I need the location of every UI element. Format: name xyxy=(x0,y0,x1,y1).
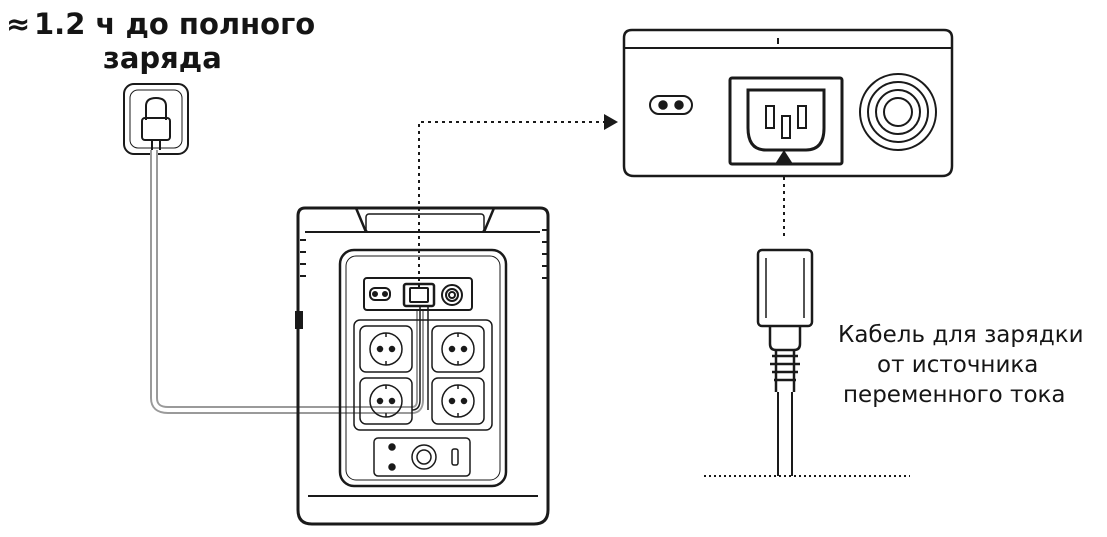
power-station xyxy=(295,206,550,526)
station-ac-outlet xyxy=(431,377,485,425)
station-ac-outlet xyxy=(359,325,413,373)
station-bottom-ports xyxy=(373,437,471,477)
station-ac-outlet xyxy=(359,377,413,425)
station-ac-outlet xyxy=(431,325,485,373)
ac-cable-label-line-2: от источника xyxy=(877,352,1039,378)
ac-cable-label-line-1: Кабель для зарядки xyxy=(838,322,1084,348)
charge-time-title: 1.2 ч до полного xyxy=(34,7,316,41)
wall-plug xyxy=(141,96,171,150)
wall-cable xyxy=(150,150,424,414)
charge-time-symbol: ≈ xyxy=(6,7,31,41)
zoom-pointer-line xyxy=(418,121,604,288)
ac-input-panel-zoom xyxy=(622,28,954,178)
ac-cable-plug xyxy=(756,248,814,476)
ac-cable-label-line-3: переменного тока xyxy=(843,382,1066,408)
charge-time-subtitle: заряда xyxy=(103,41,222,75)
